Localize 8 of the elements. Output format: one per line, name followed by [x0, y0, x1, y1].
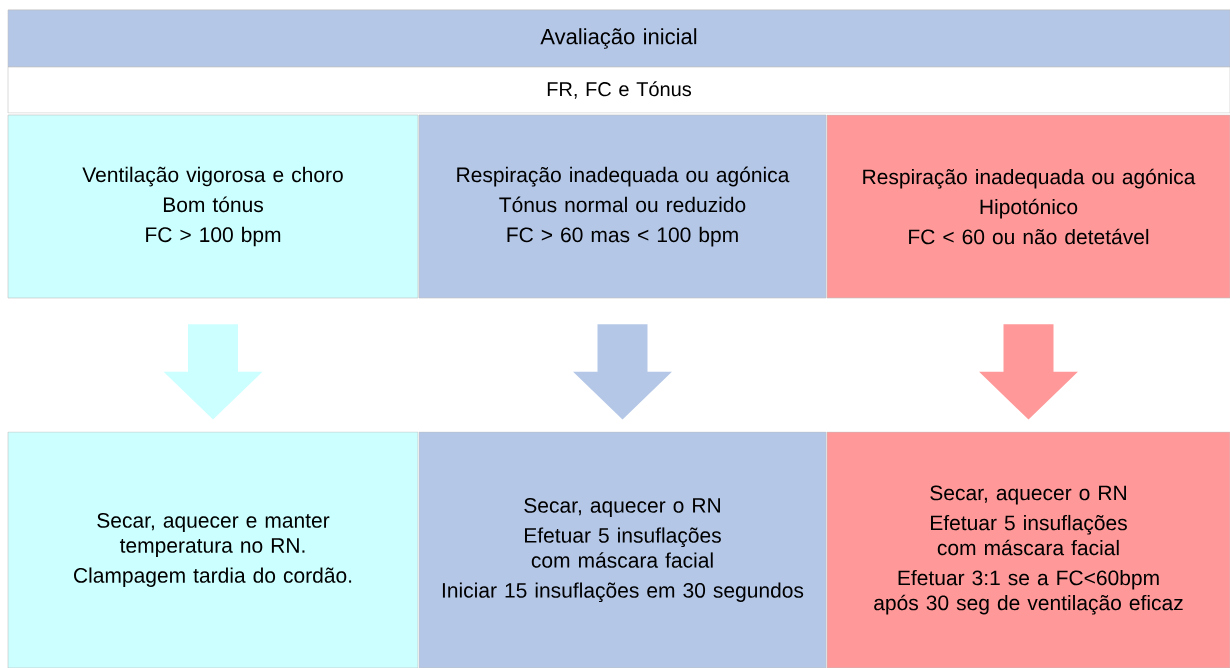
condition-cell: Respiração inadequada ou agónica Hipotónico FC < 60 ou não detetável	[826, 114, 1230, 299]
condition-cell: Ventilação vigorosa e choro Bom tónus FC > 100 bpm	[7, 114, 419, 299]
header-band: Avaliação inicial	[7, 9, 1230, 68]
action-cell: Secar, aquecer e manter temperatura no RN. Clampagem tardia do cordão.	[7, 431, 419, 668]
condition-cell: Respiração inadequada ou agónica Tónus normal ou reduzido FC > 60 mas < 100 bpm	[418, 114, 827, 299]
subheader-band: FR, FC e Tónus	[7, 66, 1230, 114]
action-cell: Secar, aquecer o RN Efetuar 5 insuflações com máscara facial Efetuar 3:1 se a FC<60bpm após 30 seg de ventilação eficaz	[826, 431, 1230, 668]
action-cell: Secar, aquecer o RN Efetuar 5 insuflações com máscara facial Iniciar 15 insuflações em 30 segundos	[418, 431, 827, 668]
